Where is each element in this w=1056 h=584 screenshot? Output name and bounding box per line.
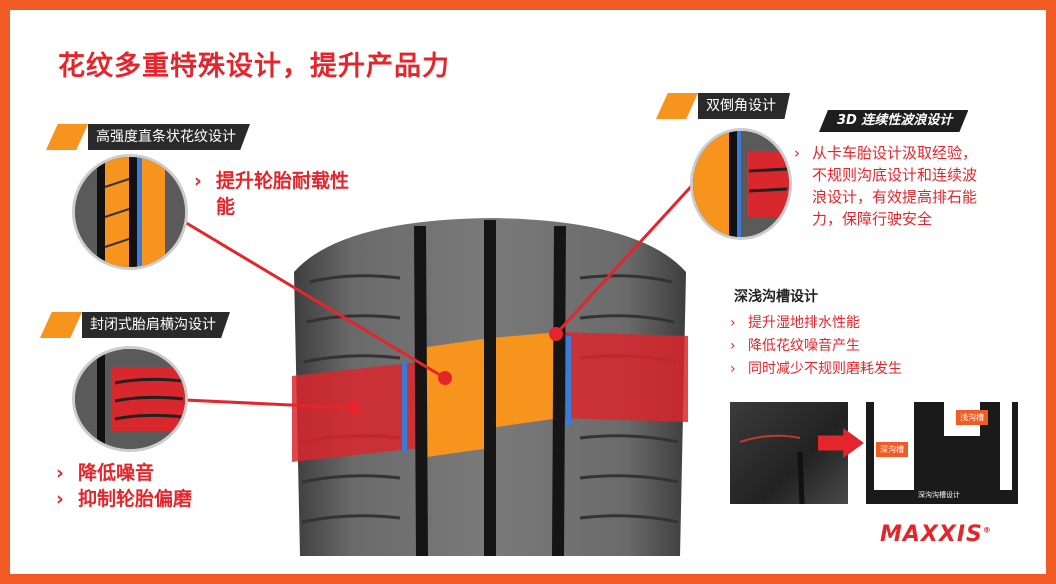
- diagram-caption: 深沟沟槽设计: [918, 491, 960, 499]
- deep-item-1: 提升湿地排水性能: [748, 315, 860, 331]
- deep-groove-list: › 提升湿地排水性能 › 降低花纹噪音产生 › 同时减少不规则磨耗发生: [730, 312, 902, 381]
- brand-text: MAXXIS: [880, 522, 983, 547]
- tag-stripe: [40, 312, 82, 338]
- bullet-straight-text-2: 能: [216, 196, 236, 218]
- tag-wave: 3D 连续性波浪设计: [815, 108, 969, 134]
- chevron-right-icon: ›: [730, 338, 736, 354]
- chevron-right-icon: ›: [794, 144, 800, 162]
- circle-inset-chamfer: [690, 128, 792, 240]
- tire-illustration: [292, 218, 688, 556]
- tag-chamfer-label: 双倒角设计: [698, 93, 790, 119]
- bullet-straight-text-1: 提升轮胎耐载性: [216, 170, 350, 192]
- chevron-right-icon: ›: [730, 361, 736, 377]
- tag-chamfer: 双倒角设计: [656, 93, 790, 119]
- tag-shoulder-label: 封闭式胎肩横沟设计: [82, 312, 230, 338]
- brand-logo: MAXXIS®: [880, 522, 992, 547]
- deep-item-3: 同时减少不规则磨耗发生: [748, 361, 902, 377]
- tag-straight-pattern: 高强度直条状花纹设计: [46, 124, 250, 150]
- label-shallow: 浅沟槽: [956, 410, 988, 425]
- bullet-chamfer-text-3: 浪设计，有效提高排石能: [812, 188, 978, 206]
- bullet-chamfer-text-1: 从卡车胎设计汲取经验，: [812, 144, 978, 162]
- chevron-right-icon: ›: [730, 315, 736, 331]
- tag-straight-label: 高强度直条状花纹设计: [88, 124, 250, 150]
- groove-photo: [730, 402, 848, 505]
- registered-icon: ®: [982, 525, 992, 535]
- tag-shoulder-groove: 封闭式胎肩横沟设计: [40, 312, 230, 338]
- bullet-shoulder: › 降低噪音 › 抑制轮胎偏磨: [56, 460, 192, 512]
- tag-stripe: [656, 93, 698, 119]
- bullet-shoulder-text-2: 抑制轮胎偏磨: [78, 488, 193, 510]
- chevron-right-icon: ›: [56, 462, 64, 484]
- bullet-straight: › 提升轮胎耐载性 能: [194, 168, 394, 220]
- circle-inset-straight: [72, 154, 188, 270]
- deep-item-2: 降低花纹噪音产生: [748, 338, 860, 354]
- bullet-chamfer: › 从卡车胎设计汲取经验， 不规则沟底设计和连续波 浪设计，有效提高排石能 力，保…: [794, 142, 977, 230]
- bullet-chamfer-text-2: 不规则沟底设计和连续波: [812, 166, 978, 184]
- label-deep: 深沟槽: [876, 442, 908, 457]
- tag-stripe: [46, 124, 88, 150]
- diagram-wall-right: [1000, 402, 1012, 490]
- chevron-right-icon: ›: [194, 170, 202, 192]
- bullet-shoulder-text-1: 降低噪音: [78, 462, 155, 484]
- circle-inset-shoulder: [72, 346, 188, 452]
- page-title: 花纹多重特殊设计，提升产品力: [58, 51, 450, 82]
- bullet-chamfer-text-4: 力，保障行驶安全: [812, 210, 933, 228]
- groove-depth-diagram: 浅沟槽 深沟槽 深沟沟槽设计: [866, 402, 1018, 504]
- deep-groove-title: 深浅沟槽设计: [734, 289, 818, 305]
- tag-wave-label: 3D 连续性波浪设计: [819, 110, 969, 132]
- chevron-right-icon: ›: [56, 488, 64, 510]
